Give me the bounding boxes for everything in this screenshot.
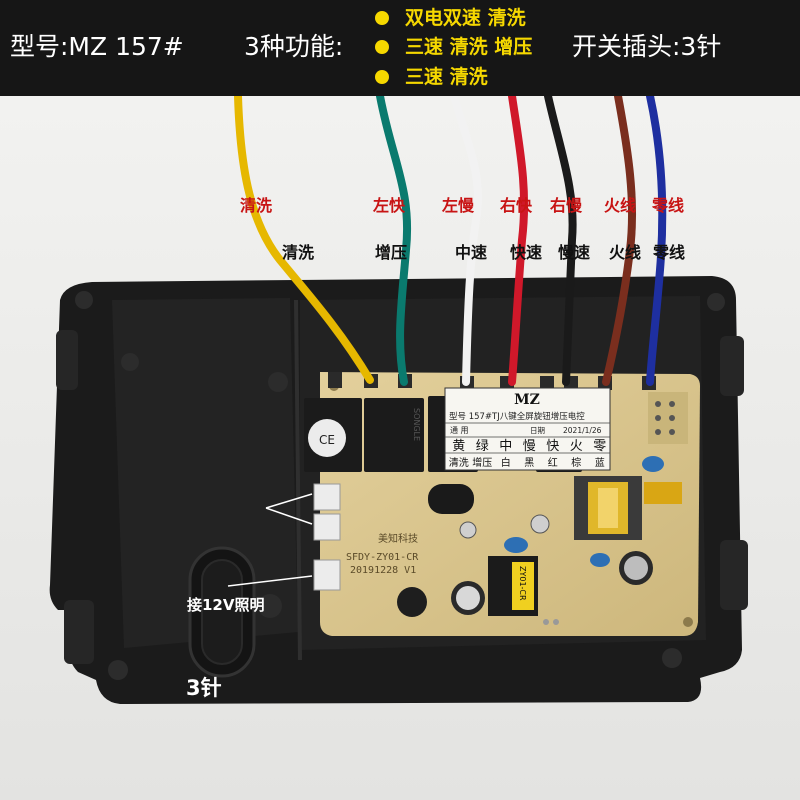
pin-header: [648, 392, 688, 444]
lighting-callout: 接12V照明: [187, 596, 265, 614]
board-label: MZ 型号 157#TJ八键全屏旋钮增压电控 通 用 日期 2021/1/26 …: [444, 387, 611, 471]
model-text: 型号:MZ 157#: [10, 32, 184, 61]
wires: [234, 96, 667, 386]
wire-function-label: 中速: [455, 243, 488, 262]
pcb-date: 20191228 V1: [350, 565, 416, 576]
label-cell: 红: [548, 456, 558, 469]
label-function-row: 清洗增压白 黑 红棕 蓝: [449, 456, 605, 469]
wire-function-label: 零线: [653, 243, 686, 262]
wire-label: 右慢: [550, 196, 583, 215]
components: ZY01-CR: [397, 456, 682, 625]
wire-red: [508, 96, 529, 386]
wire-label: 零线: [652, 196, 685, 215]
board-date: 2021/1/26: [563, 426, 602, 435]
wire-function-label: 快速: [510, 243, 543, 262]
component-label: CE: [319, 433, 335, 447]
feature-text: 三速 清洗 增压: [405, 36, 533, 58]
callout-arrows: [227, 493, 313, 587]
photo-illustration: CE SONGLE MZ 型号 157#TJ八键全屏旋钮增压电控 通 用 日期 …: [0, 96, 800, 800]
functions-label: 3种功能:: [244, 32, 344, 61]
bullet-icon: [375, 70, 389, 84]
pcb-model: SFDY-ZY01-CR: [346, 552, 419, 563]
wire-label: 左慢: [442, 196, 475, 215]
bullet-icon: [375, 11, 389, 25]
wire-label: 清洗: [240, 196, 273, 215]
wire-label: 左快: [373, 196, 406, 215]
label-cell: 中: [499, 439, 512, 454]
wire-blue: [646, 96, 667, 386]
wire-yellow: [234, 96, 374, 384]
label-cell: 慢: [523, 438, 536, 454]
wire-function-label: 清洗: [282, 243, 315, 262]
label-cell: 黑: [524, 457, 534, 469]
photo-stage: CE SONGLE MZ 型号 157#TJ八键全屏旋钮增压电控 通 用 日期 …: [0, 96, 800, 800]
plug-info: 开关插头:3针: [572, 32, 722, 61]
label-cell: 快: [546, 439, 559, 454]
wire-white: [450, 96, 482, 386]
wire-black: [544, 96, 577, 386]
board-date-label: 日期: [530, 426, 545, 435]
wire-function-label: 增压: [375, 243, 408, 262]
relay-brand: SONGLE: [412, 408, 421, 441]
board-general: 通 用: [450, 425, 469, 435]
wire-green: [376, 96, 412, 386]
brand-logo-text: MZ: [514, 392, 540, 408]
wire-function-label: 慢速: [558, 243, 591, 262]
label-cell: 绿: [476, 439, 489, 454]
connectors: [313, 483, 341, 591]
label-cell: 增压: [472, 456, 492, 469]
pcb-company: 美知科技: [378, 532, 418, 545]
label-color-row: 黄绿中慢快火零: [452, 438, 606, 454]
label-cell: 蓝: [595, 457, 605, 469]
label-cell: 清洗: [449, 456, 469, 469]
pcb-board: CE SONGLE MZ 型号 157#TJ八键全屏旋钮增压电控 通 用 日期 …: [304, 372, 700, 636]
label-cell: 火: [570, 439, 583, 454]
wire-label: 右快: [500, 196, 533, 215]
label-cell: 零: [593, 439, 606, 454]
wire-function-label: 火线: [609, 243, 642, 262]
feature-text: 双电双速 清洗: [405, 7, 526, 29]
transformer-label: ZY01-CR: [518, 566, 527, 601]
label-cell: 白: [501, 456, 511, 469]
feature-text: 三速 清洗: [405, 66, 488, 88]
label-cell: 棕: [571, 456, 581, 469]
label-cell: 黄: [452, 439, 465, 454]
header-banner: 型号:MZ 157# 3种功能: 双电双速 清洗 三速 清洗 增压 三速 清洗 …: [0, 0, 800, 96]
pins-callout: 3针: [186, 676, 222, 700]
bullet-icon: [375, 40, 389, 54]
wire-label: 火线: [604, 196, 637, 215]
board-model-line: 型号 157#TJ八键全屏旋钮增压电控: [449, 411, 585, 422]
wire-brown: [602, 96, 637, 386]
